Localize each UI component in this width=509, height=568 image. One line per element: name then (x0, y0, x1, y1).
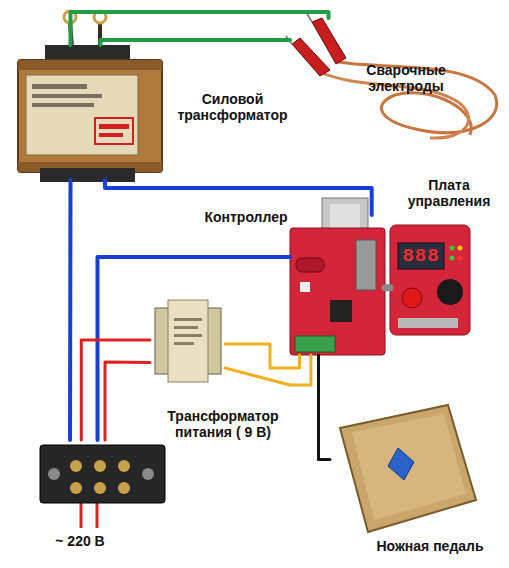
wire (105, 362, 150, 440)
terminal-block-picture-part (40, 445, 165, 503)
control-board-picture (390, 225, 470, 335)
supply-transformer-picture-part (174, 342, 194, 345)
part-caption: Контроллер (200, 209, 292, 225)
foot-pedal-picture-part (388, 448, 414, 480)
terminal-block-picture-part (118, 460, 130, 472)
wire (225, 355, 311, 385)
control-board-picture-part (450, 246, 455, 251)
part-caption: Плата управления (396, 177, 502, 209)
electrodes-picture-part (292, 38, 330, 76)
part-caption: ~ 220 В (40, 533, 120, 549)
power-transformer-picture-part (18, 60, 162, 70)
controller-picture-part (330, 300, 352, 322)
terminal-block-picture-part (70, 460, 82, 472)
electrodes-picture-part (338, 62, 497, 135)
power-transformer-picture (18, 11, 162, 182)
terminal-block-picture-part (94, 482, 106, 494)
supply-transformer-picture-part (174, 318, 202, 321)
wire (81, 340, 150, 440)
supply-transformer: Трансформатор питания ( 9 В) (150, 300, 225, 380)
foot-pedal-picture-part (340, 405, 476, 532)
part-caption: Сварочные электроды (347, 62, 465, 94)
power-transformer-picture-part (32, 103, 94, 107)
terminal-block-picture-part (48, 468, 60, 480)
power-transformer-picture-part (26, 75, 138, 155)
terminal-block-picture (40, 445, 165, 528)
controller-picture-part (356, 240, 376, 290)
part-caption: Силовой трансформатор (165, 91, 300, 123)
terminal-block-picture-part (70, 482, 82, 494)
power-transformer: Силовой трансформатор (15, 45, 165, 180)
terminal-block-picture-part (96, 500, 99, 528)
control-board-picture-part (398, 243, 444, 269)
supply-transformer-picture-part (168, 300, 208, 382)
control-board: Плата управления (390, 225, 470, 335)
foot-pedal: Ножная педаль (330, 405, 475, 535)
controller-picture-part (296, 258, 324, 272)
foot-pedal-picture (340, 405, 476, 532)
controller-picture-part (330, 204, 360, 228)
power-transformer-picture-part (95, 118, 133, 144)
power-transformer-picture-part (32, 94, 102, 98)
supply-transformer-picture-part (174, 326, 198, 329)
controller: Контроллер (290, 215, 385, 355)
power-transformer-picture-part (32, 84, 87, 89)
control-board-picture-part (458, 256, 463, 261)
power-transformer-picture-part (18, 60, 162, 172)
terminal-block-picture-part (118, 482, 130, 494)
control-board-picture-part (390, 225, 470, 335)
controller-picture-part (295, 336, 335, 352)
control-board-picture-part (402, 288, 422, 308)
terminal-block-picture-part (142, 468, 154, 480)
mains-terminal-block: ~ 220 В (40, 440, 165, 505)
power-transformer-picture-part (40, 168, 135, 182)
power-transformer-picture-part (99, 133, 123, 137)
wire (319, 355, 331, 460)
part-caption: Ножная педаль (365, 538, 495, 554)
control-board-picture-part (458, 246, 463, 251)
wire (68, 180, 73, 440)
power-transformer-picture-part (99, 124, 129, 129)
control-board-picture-part (437, 279, 463, 305)
supply-transformer-picture-part (174, 334, 202, 337)
electrodes-picture (286, 12, 497, 138)
wire (101, 40, 291, 45)
wire (71, 12, 329, 45)
part-caption: Трансформатор питания ( 9 В) (148, 408, 298, 440)
terminal-block-picture-part (94, 460, 106, 472)
wire (385, 284, 390, 291)
supply-transformer-picture (155, 300, 221, 382)
display-digits: 888 (398, 245, 444, 267)
controller-picture (290, 198, 385, 355)
foot-pedal-picture-part (352, 414, 466, 520)
control-board-picture-part (450, 256, 455, 261)
welding-electrodes: Сварочные электроды (290, 18, 345, 73)
wire (225, 344, 300, 368)
terminal-block-picture-part (80, 500, 83, 528)
control-board-picture-part (398, 318, 458, 328)
controller-picture-part (290, 228, 385, 355)
controller-picture-part (300, 282, 310, 292)
